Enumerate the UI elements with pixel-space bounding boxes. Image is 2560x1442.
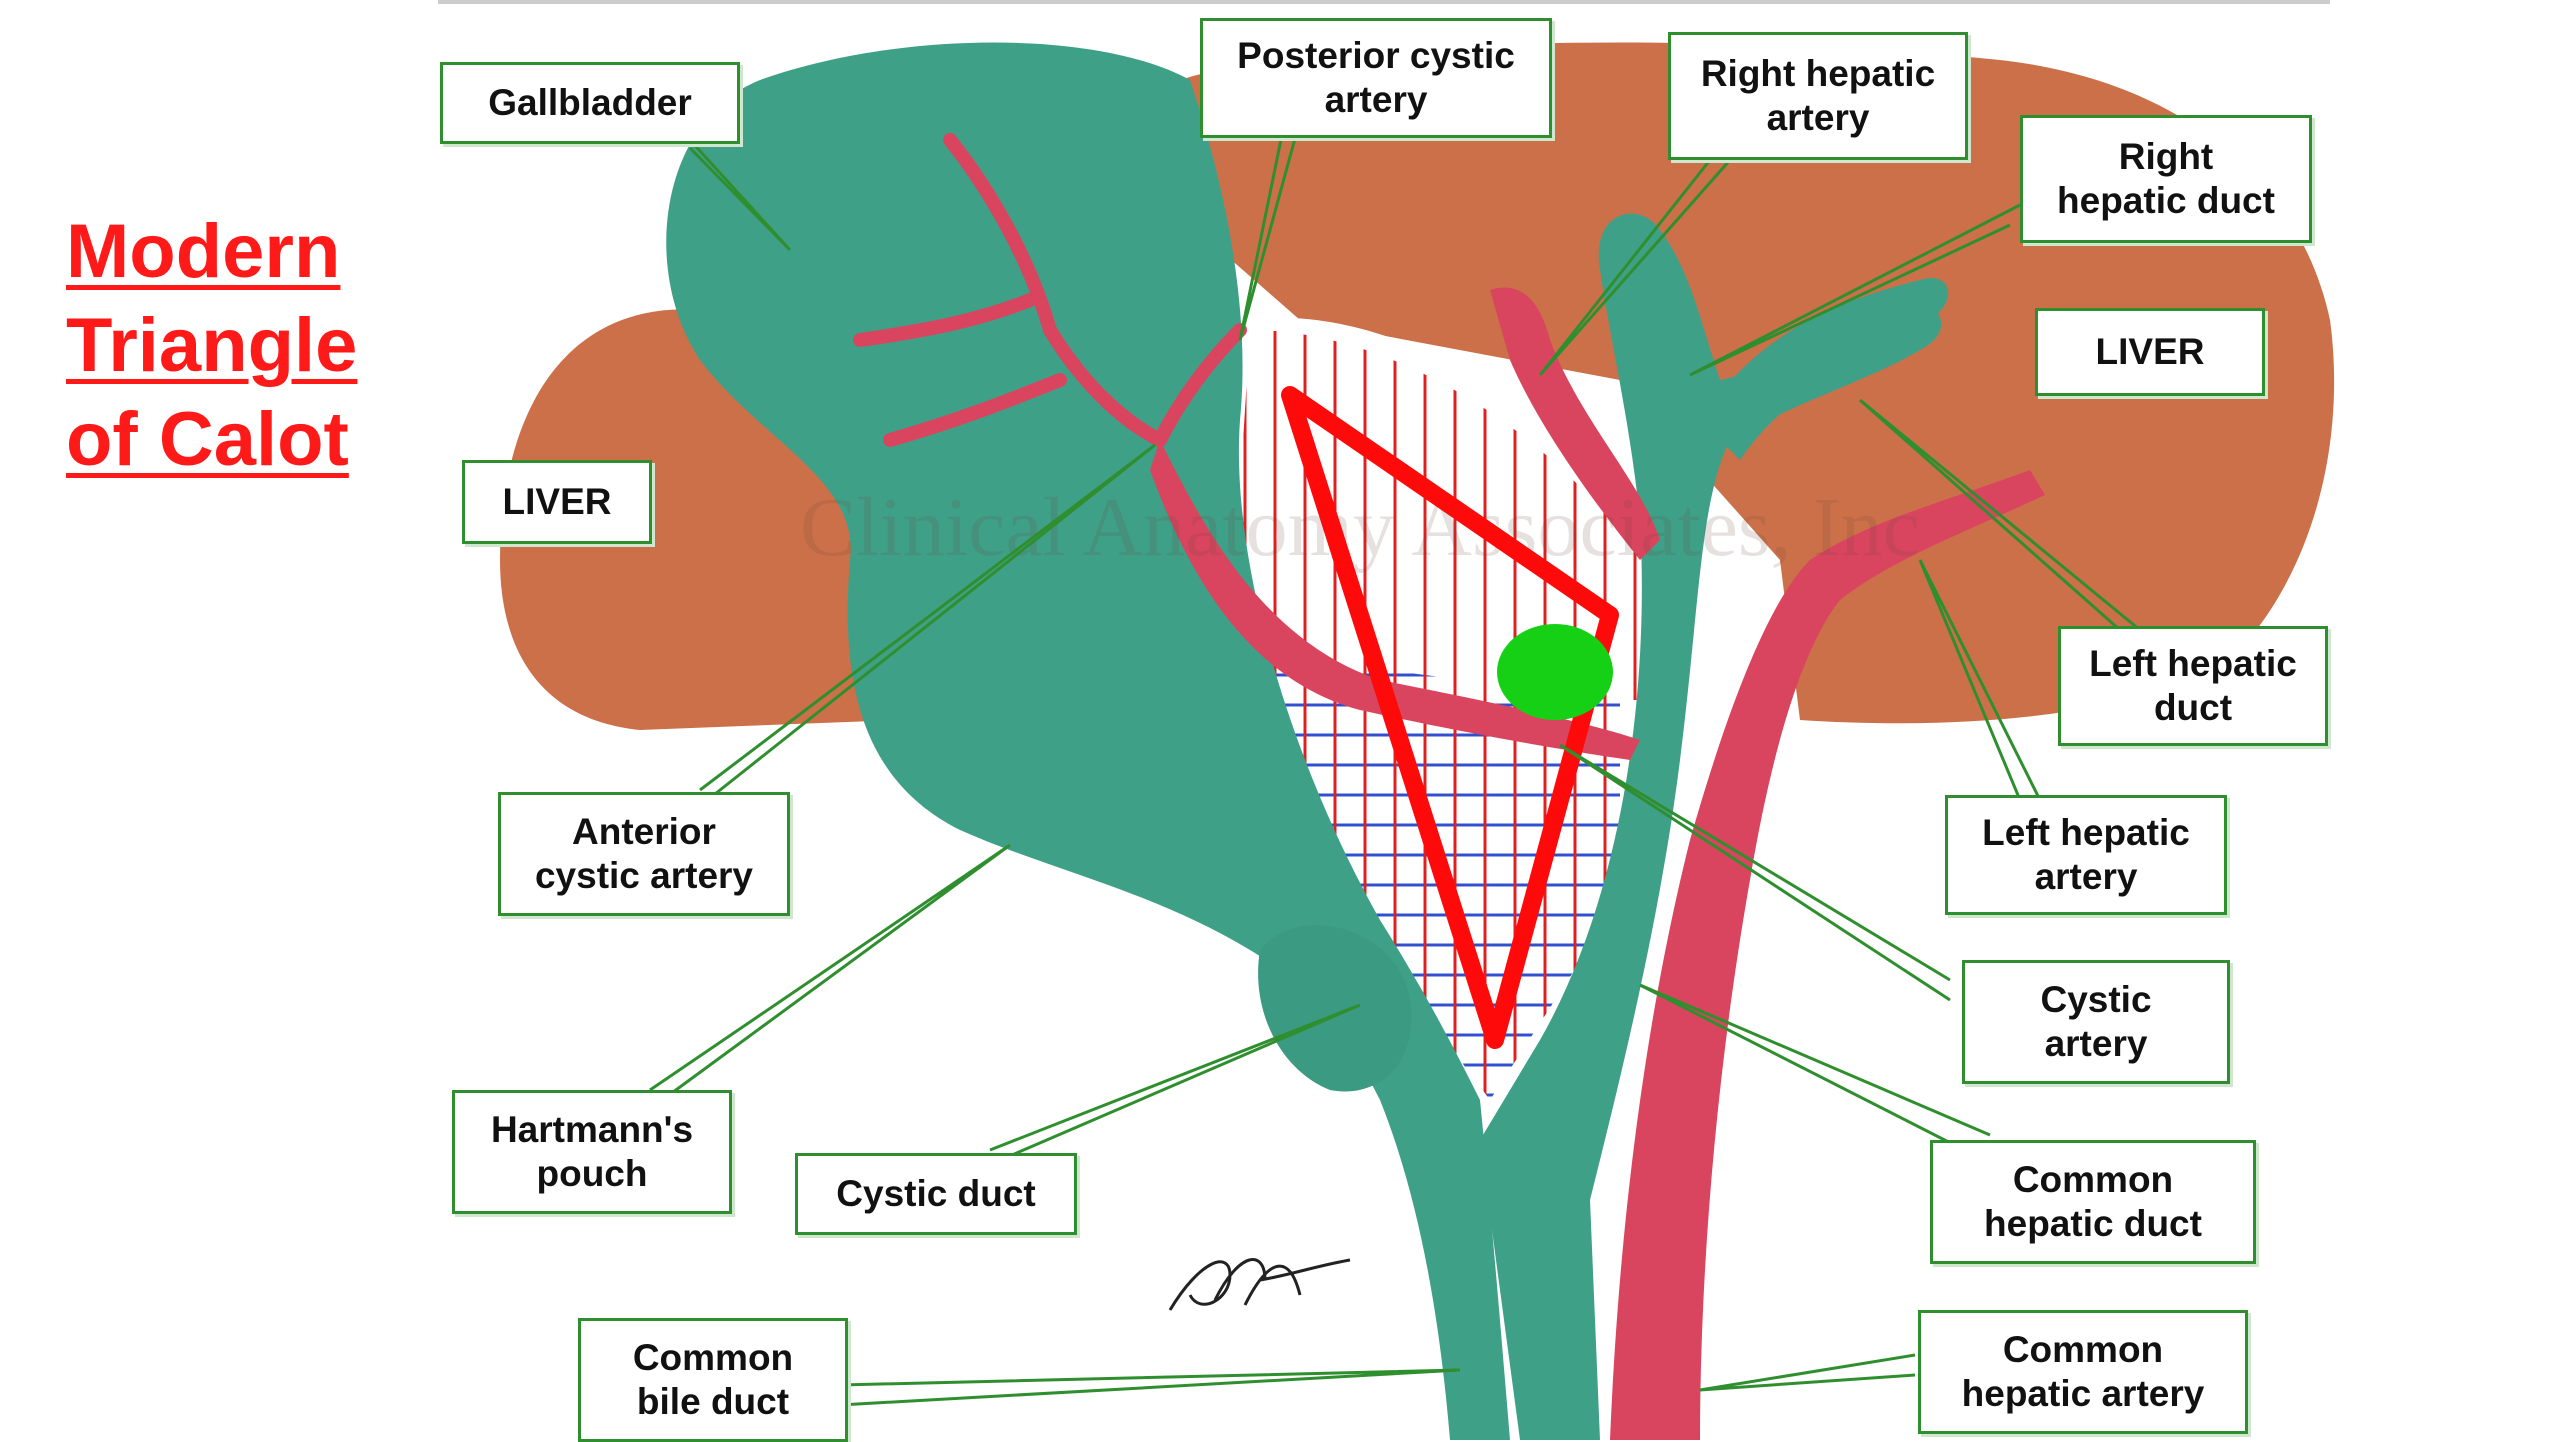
label-right-hepatic-artery: Right hepatic artery [1668,32,1968,160]
leader-right-hepatic-artery [1538,159,1732,376]
leader-lines [649,119,2141,1407]
leader-common-hepatic-artery [1699,1353,1916,1392]
page-title: Modern Triangle of Calot [66,205,357,487]
left-hepatic-duct-shape [1700,278,1949,460]
artist-signature [1168,1258,1351,1311]
leader-hartmanns-pouch [649,843,1011,1100]
leader-anterior-cystic-artery [699,443,1156,800]
leader-posterior-cystic-artery [1238,119,1302,341]
label-posterior-cystic-artery: Posterior cystic artery [1200,18,1552,138]
label-common-hepatic-artery: Common hepatic artery [1918,1310,2248,1434]
leader-common-hepatic-duct [1639,983,1991,1160]
label-hartmanns-pouch: Hartmann's pouch [452,1090,732,1214]
label-gallbladder: Gallbladder [440,62,740,144]
label-left-hepatic-duct: Left hepatic duct [2058,626,2328,746]
leader-cystic-artery [1559,743,1951,1002]
title-line-2: Triangle [66,303,358,388]
leader-right-hepatic-duct [1689,203,2021,377]
leader-left-hepatic-artery [1918,559,2042,801]
label-cystic-duct: Cystic duct [795,1153,1077,1235]
common-hepatic-duct-shape [1480,213,1942,1440]
leader-gallbladder [688,138,792,252]
gallbladder-shape [666,42,1510,1440]
leader-common-bile-duct [839,1368,1461,1407]
cystic-lymph-node [1497,624,1613,720]
watermark-text: Clinical Anatomy Associates, Inc [800,481,1920,574]
label-right-hepatic-duct: Right hepatic duct [2020,115,2312,243]
label-liver-left: LIVER [462,460,652,544]
hartmanns-pouch-shape [1258,925,1412,1092]
label-anterior-cystic-artery: Anterior cystic artery [498,792,790,916]
label-left-hepatic-artery: Left hepatic artery [1945,795,2227,915]
label-liver-right: LIVER [2035,308,2265,396]
leader-left-hepatic-duct [1859,398,2141,632]
posterior-cystic-artery-branches [853,133,1247,447]
right-hepatic-artery-shape [1490,287,1660,560]
title-line-3: of Calot [66,397,349,482]
title-line-1: Modern [66,209,341,294]
label-common-hepatic-duct: Common hepatic duct [1930,1140,2256,1264]
label-common-bile-duct: Common bile duct [578,1318,848,1442]
label-cystic-artery: Cystic artery [1962,960,2230,1084]
hatch-lower [1230,650,1620,1100]
leader-cystic-duct [989,1003,1361,1160]
calot-triangle [1281,386,1619,1049]
common-hepatic-artery-shape [1610,470,2045,1440]
